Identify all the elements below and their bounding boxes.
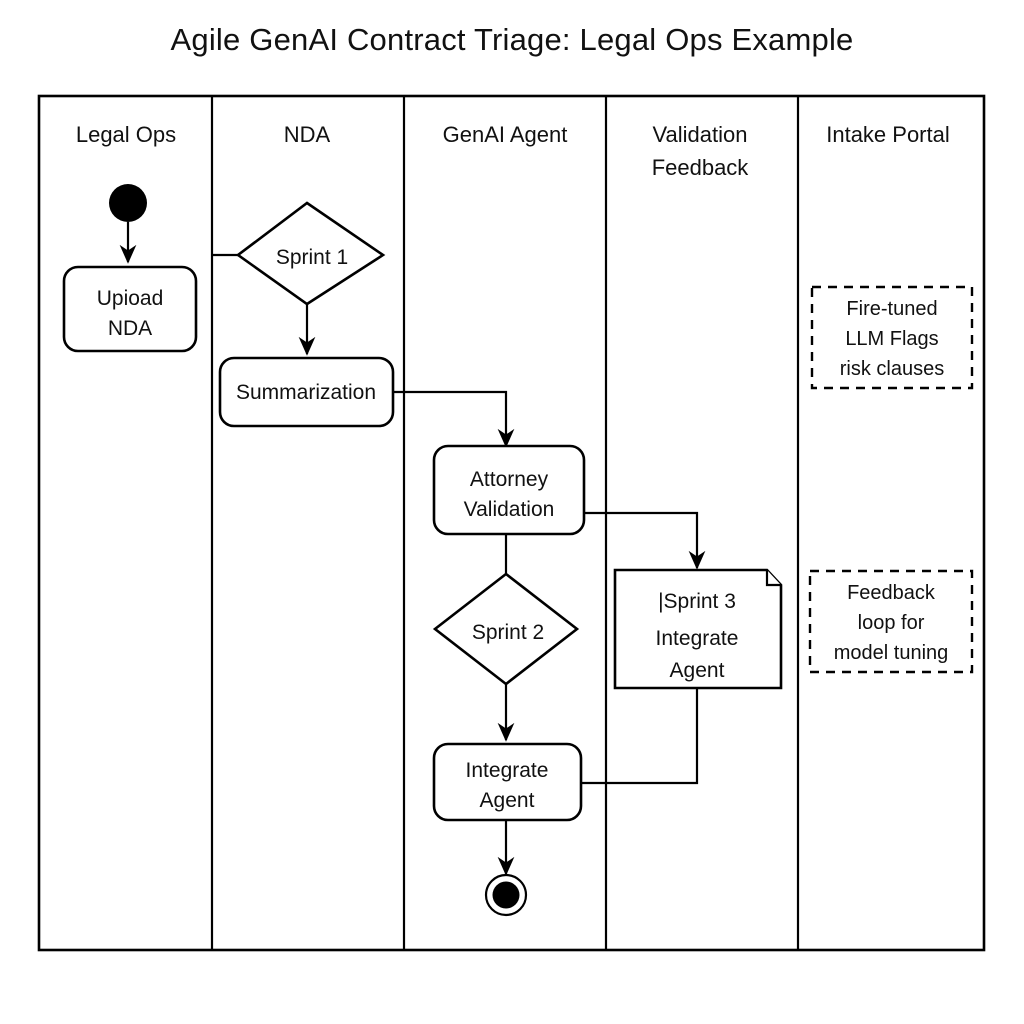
lane-header-validation-feedback: Validation Feedback <box>652 122 750 180</box>
note-llm-risk-clauses[interactable]: Fire-tuned LLM Flags risk clauses <box>810 285 974 390</box>
lane-label-nda: NDA <box>284 122 331 147</box>
lane-label-genai-agent: GenAI Agent <box>443 122 568 147</box>
page-title: Agile GenAI Contract Triage: Legal Ops E… <box>170 22 854 57</box>
note-llm-line1: Fire-tuned <box>846 298 937 320</box>
note-sprint-3-line3: Agent <box>670 659 725 682</box>
lane-header-intake-portal: Intake Portal <box>826 122 950 147</box>
note-feedback-line1: Feedback <box>847 582 936 604</box>
activity-attorney-validation[interactable]: Attorney Validation <box>432 444 586 536</box>
decision-sprint-1[interactable]: Sprint 1 <box>235 201 386 306</box>
note-feedback-line3: model tuning <box>834 642 949 664</box>
activity-summarization-label: Summarization <box>236 381 376 404</box>
edge-layer <box>119 222 706 876</box>
decision-sprint-2-label: Sprint 2 <box>472 621 544 644</box>
activity-integrate-agent-line2: Agent <box>480 789 535 812</box>
start-node[interactable] <box>109 184 147 222</box>
note-llm-line2: LLM Flags <box>845 328 938 350</box>
edge-attorney-validation-to-sprint3-note <box>584 511 706 570</box>
activity-integrate-agent[interactable]: Integrate Agent <box>432 742 583 822</box>
note-sprint-3-line2: Integrate <box>656 627 739 650</box>
lane-label-legal-ops: Legal Ops <box>76 122 176 147</box>
lane-label-validation-feedback-line1: Validation <box>653 122 748 147</box>
lane-header-legal-ops: Legal Ops <box>76 122 176 147</box>
activity-upload-nda-line2: NDA <box>108 317 152 340</box>
note-feedback-loop[interactable]: Feedback loop for model tuning <box>808 569 974 674</box>
edge-sprint3-note-to-integrate-agent <box>581 688 699 785</box>
note-feedback-line2: loop for <box>858 612 925 634</box>
note-sprint-3-line1: |Sprint 3 <box>658 590 736 613</box>
edge-summarization-to-attorney-validation <box>393 390 515 448</box>
activity-integrate-agent-line1: Integrate <box>466 759 549 782</box>
lane-header-nda: NDA <box>284 122 331 147</box>
end-node[interactable] <box>484 873 528 917</box>
lane-label-intake-portal: Intake Portal <box>826 122 950 147</box>
note-sprint-3-integrate-agent[interactable]: |Sprint 3 Integrate Agent <box>613 568 783 690</box>
decision-sprint-2[interactable]: Sprint 2 <box>432 572 580 686</box>
note-llm-line3: risk clauses <box>840 358 944 380</box>
activity-attorney-validation-line1: Attorney <box>470 468 549 491</box>
lane-label-validation-feedback-line2: Feedback <box>652 155 750 180</box>
lane-header-genai-agent: GenAI Agent <box>443 122 568 147</box>
activity-upload-nda[interactable]: Upioad NDA <box>62 265 198 353</box>
activity-summarization[interactable]: Summarization <box>218 356 395 428</box>
activity-upload-nda-line1: Upioad <box>97 287 164 310</box>
decision-sprint-1-label: Sprint 1 <box>276 246 348 269</box>
activity-attorney-validation-line2: Validation <box>464 498 555 521</box>
